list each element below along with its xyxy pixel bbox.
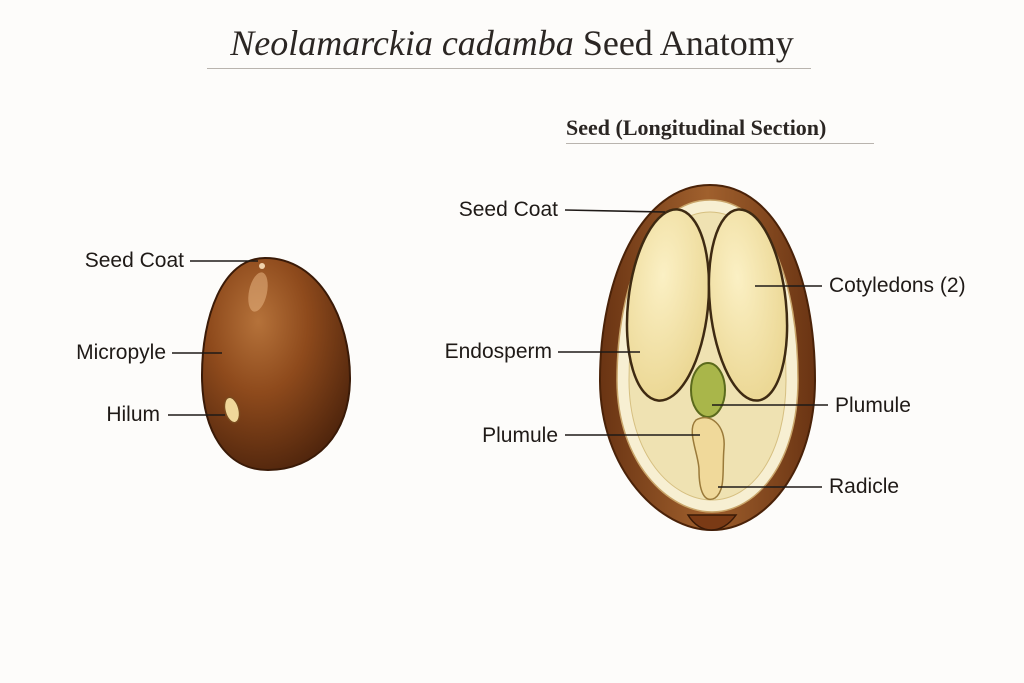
label-cotyledons: Cotyledons (2)	[829, 274, 966, 297]
section-title-underline	[566, 143, 874, 144]
label-plumule-right: Plumule	[835, 394, 911, 417]
micropyle-dot	[259, 263, 265, 269]
title-underline	[207, 68, 811, 69]
title-species: Neolamarckia cadamba	[230, 23, 574, 63]
radicle-shape	[691, 417, 725, 501]
title-rest: Seed Anatomy	[573, 23, 794, 63]
hilum-mark	[223, 396, 241, 424]
leader-lines	[168, 209, 828, 488]
label-hilum: Hilum	[106, 403, 160, 426]
label-plumule-left: Plumule	[482, 424, 558, 447]
page-title: Neolamarckia cadamba Seed Anatomy	[0, 22, 1024, 64]
label-sec-seed-coat: Seed Coat	[458, 198, 558, 221]
cotyledon-left	[625, 208, 711, 402]
external-seed-highlight	[248, 272, 268, 312]
leader-sec-seed-coat	[564, 209, 666, 213]
cotyledon-right	[707, 208, 789, 402]
section-seed	[598, 183, 817, 532]
label-ext-seed-coat: Seed Coat	[84, 249, 184, 272]
seed-base	[686, 514, 738, 531]
section-title: Seed (Longitudinal Section)	[566, 115, 827, 140]
label-endosperm: Endosperm	[444, 340, 552, 363]
external-seed-body	[200, 256, 352, 472]
label-micropyle: Micropyle	[76, 341, 166, 364]
external-seed	[200, 256, 352, 472]
label-radicle: Radicle	[829, 475, 900, 498]
plumule-shape	[690, 362, 726, 418]
